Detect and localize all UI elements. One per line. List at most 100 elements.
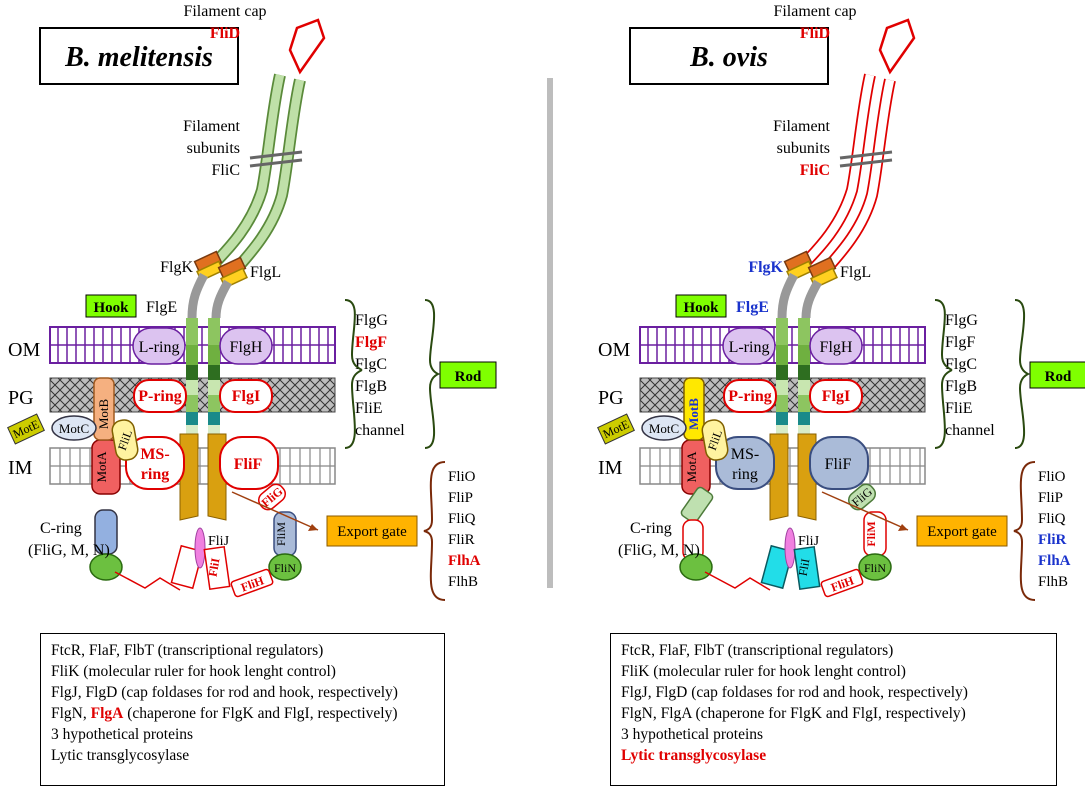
flin-shape (858, 553, 892, 581)
flii-shape (170, 544, 204, 590)
export-protein: FlhA (1038, 553, 1071, 569)
flgi-label: FlgI (232, 388, 260, 405)
om-label: OM (598, 339, 630, 361)
rod-segment (798, 318, 810, 345)
rod-segment (776, 318, 788, 345)
filament-strand-inner (206, 74, 285, 271)
filament-cap-protein: FliD (800, 25, 830, 42)
rod-segment (776, 365, 788, 380)
filament-label: Filament (773, 118, 830, 135)
export-protein: FliP (448, 490, 473, 506)
ms-ring-label: ring (141, 466, 169, 483)
filament-label: subunits (777, 140, 830, 157)
legend-text: FtcR, FlaF, FlbT (transcriptional regula… (621, 642, 894, 659)
hook-box (675, 294, 727, 318)
p-ring-label: P-ring (728, 388, 772, 405)
legend-text: Lytic transglycosylase (621, 747, 767, 764)
flif-label: FliF (825, 456, 852, 473)
ms-ring-label: ring (732, 466, 758, 483)
rod-segment (798, 425, 810, 434)
rod-box-label: Rod (455, 369, 482, 385)
legend-line: 3 hypothetical proteins (51, 724, 434, 745)
l-ring-label: L-ring (139, 339, 180, 356)
c-ring-part (679, 553, 713, 581)
flij-shape (784, 527, 796, 569)
hook-box-label: Hook (683, 300, 719, 316)
flgl-label: FlgL (840, 264, 871, 281)
legend-text: FlgN, FlgA (chaperone for FlgK and FlgI,… (621, 705, 966, 722)
rod-protein: channel (945, 422, 995, 439)
rod-protein: FlgF (355, 334, 387, 351)
ms-ring (125, 436, 185, 490)
filament-break-mark (839, 158, 893, 168)
flgh-ring (219, 327, 273, 365)
l-ring (132, 327, 186, 365)
export-arrowhead (898, 524, 908, 531)
motb-label: MotB (686, 398, 701, 430)
c-ring-part (680, 486, 714, 524)
rod-segment (776, 380, 788, 395)
ms-ring-label: MS- (140, 446, 169, 463)
flif-label: FliF (234, 456, 263, 473)
legend-line: FlgJ, FlgD (cap foldases for rod and hoo… (621, 682, 1046, 703)
rod-segment (798, 395, 810, 412)
flin-label: FliN (274, 561, 296, 575)
rod-segment (186, 380, 198, 395)
filament-break-mark (839, 150, 893, 160)
hook-shape (211, 279, 232, 319)
motb-shape (93, 377, 115, 441)
panel-divider (547, 78, 553, 588)
filament-strand-inner (818, 79, 895, 277)
flgi-label: FlgI (822, 388, 850, 405)
filament-strand-inner (228, 79, 305, 277)
im-label: IM (598, 457, 623, 479)
export-protein: FlhB (1038, 574, 1068, 590)
flih-shape (230, 568, 274, 598)
rod-segment (186, 365, 198, 380)
flil-shape (701, 419, 729, 461)
legend-line: FliK (molecular ruler for hook lenght co… (51, 661, 434, 682)
c-ring-part (89, 553, 123, 581)
rod-box (1029, 361, 1085, 389)
export-arrow (821, 491, 909, 531)
legend-line: 3 hypothetical proteins (621, 724, 1046, 745)
export-link (114, 571, 181, 591)
export-gate-box (916, 515, 1008, 547)
flgi-ring (809, 379, 863, 413)
rod-segment (798, 365, 810, 380)
export-gate-label: Export gate (337, 524, 407, 540)
l-ring (722, 327, 776, 365)
flil-label: FliL (705, 428, 725, 452)
legend-text: 3 hypothetical proteins (51, 726, 194, 743)
rod-protein: FlgB (355, 378, 387, 395)
filament-label: Filament (183, 118, 240, 135)
flij-label: FliJ (208, 534, 230, 549)
flij-shape (194, 527, 206, 569)
legend-text: FliK (molecular ruler for hook lenght co… (51, 663, 336, 680)
rod-segment (208, 365, 220, 380)
rod-segment (776, 425, 788, 434)
flgi-ring (219, 379, 273, 413)
legend-text: 3 hypothetical proteins (621, 726, 764, 743)
flin-shape (268, 553, 302, 581)
species-title: B. melitensis (64, 42, 213, 73)
filament-protein: FliC (800, 162, 830, 179)
legend-line: FtcR, FlaF, FlbT (transcriptional regula… (621, 640, 1046, 661)
rod-protein: FlgB (945, 378, 977, 395)
flgk-label: FlgK (160, 259, 193, 276)
species-title-box (629, 27, 829, 85)
export-protein: FliO (448, 469, 476, 485)
flii-label: FliI (796, 558, 813, 578)
hook-box-label: Hook (93, 300, 129, 316)
export-link (704, 571, 771, 591)
legend-text: FlgA (90, 705, 124, 722)
export-protein: FlhB (448, 574, 478, 590)
filament-cap-shape (878, 18, 916, 75)
legend-box-melitensis: FtcR, FlaF, FlbT (transcriptional regula… (40, 633, 445, 786)
motc-shape (51, 415, 97, 441)
mote-shape (7, 413, 45, 445)
legend-line: FlgN, FlgA (chaperone for FlgK and FlgI,… (621, 703, 1046, 724)
c-ring-label: (FliG, M, N) (618, 542, 700, 559)
legend-text: FlgJ, FlgD (cap foldases for rod and hoo… (621, 684, 968, 701)
l-ring-label: L-ring (729, 339, 770, 356)
